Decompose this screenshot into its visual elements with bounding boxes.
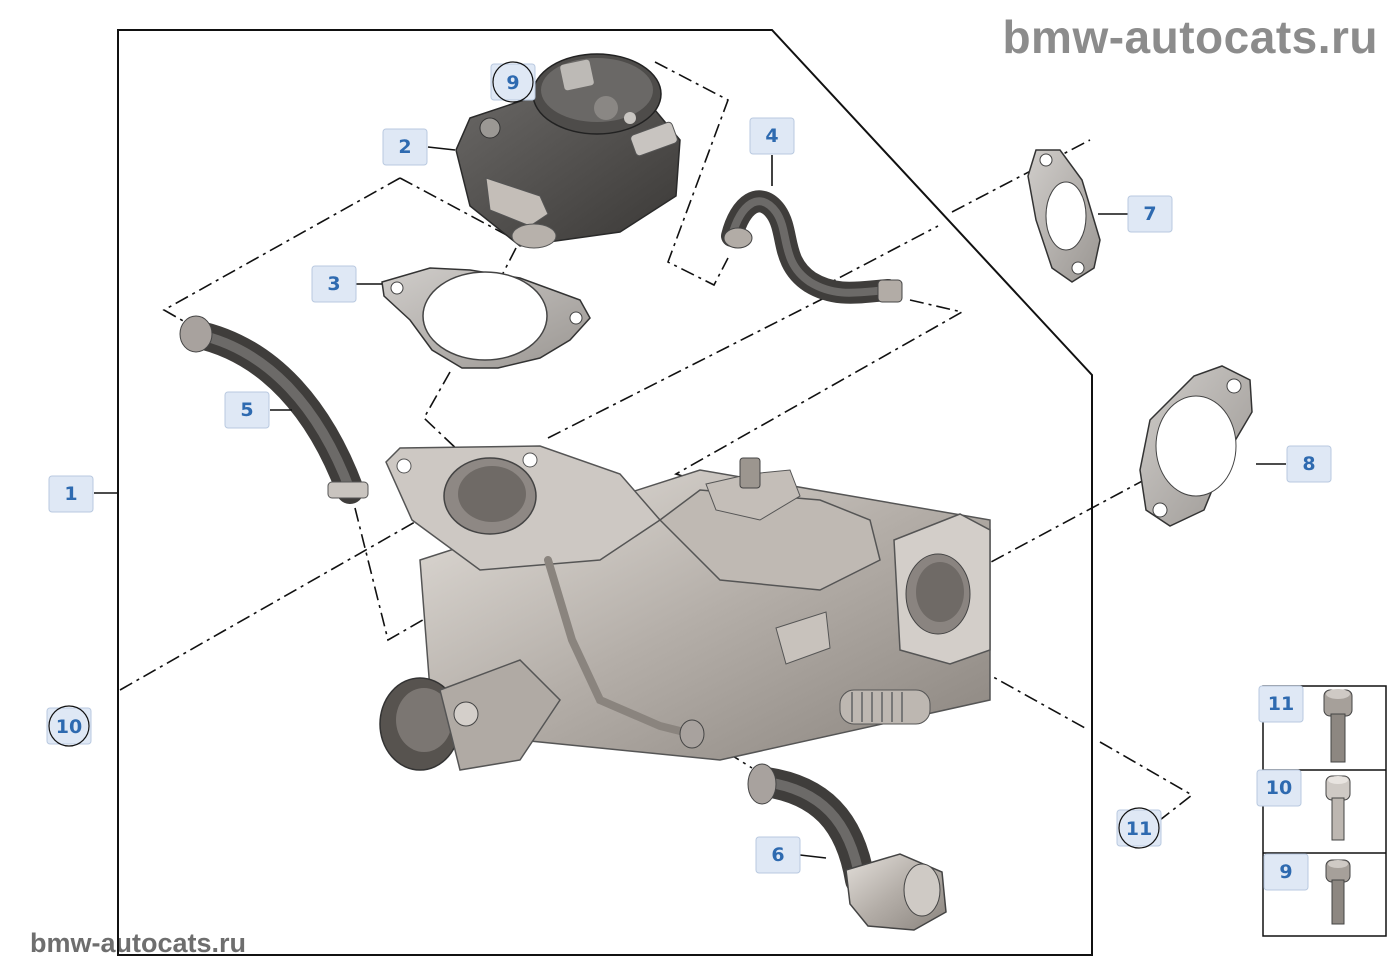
gasket-3: [381, 267, 591, 369]
callout-8[interactable]: 8: [1286, 445, 1332, 483]
svg-text:3: 3: [327, 273, 340, 295]
callout-3[interactable]: 3: [311, 265, 357, 303]
svg-text:8: 8: [1302, 453, 1315, 475]
callout-11[interactable]: 11: [1116, 807, 1162, 849]
gasket-7: [1027, 149, 1101, 283]
callout-1[interactable]: 1: [48, 475, 94, 513]
screw-9: [1325, 859, 1351, 925]
callout-10[interactable]: 10: [46, 705, 92, 747]
screw-legend: [1262, 685, 1387, 937]
watermark-top: bmw-autocats.ru: [1002, 11, 1378, 63]
svg-text:4: 4: [765, 125, 778, 147]
screw-10: [1325, 775, 1351, 841]
callout-9[interactable]: 9: [490, 61, 536, 103]
assembly-frame: [117, 29, 1093, 956]
pipe-6: [747, 763, 947, 931]
callout-6[interactable]: 6: [755, 836, 801, 874]
svg-text:6: 6: [771, 844, 784, 866]
screw-11: [1323, 689, 1353, 763]
egr-valve-actuator: [455, 53, 681, 249]
svg-text:1: 1: [64, 483, 77, 505]
svg-text:5: 5: [240, 399, 253, 421]
assembly-lines: [119, 61, 1194, 821]
svg-text:10: 10: [56, 716, 82, 738]
callout-5[interactable]: 5: [224, 391, 270, 429]
gasket-8: [1139, 365, 1253, 527]
svg-text:10: 10: [1266, 777, 1292, 799]
hose-4: [721, 190, 903, 304]
callout-2[interactable]: 2: [382, 128, 428, 166]
callout-7[interactable]: 7: [1127, 195, 1173, 233]
watermark-bottom: bmw-autocats.ru: [30, 928, 247, 958]
legend-label-11[interactable]: 11: [1258, 685, 1304, 723]
svg-text:2: 2: [398, 136, 411, 158]
callout-leaders: [94, 146, 1286, 859]
callout-4[interactable]: 4: [749, 117, 795, 155]
legend-label-10[interactable]: 10: [1256, 769, 1302, 807]
svg-text:7: 7: [1143, 203, 1156, 225]
svg-text:11: 11: [1126, 818, 1152, 840]
pipe-5: [179, 315, 369, 504]
egr-cooler-body: [379, 445, 991, 771]
svg-text:9: 9: [1279, 861, 1292, 883]
svg-text:11: 11: [1268, 693, 1294, 715]
svg-text:9: 9: [506, 72, 519, 94]
legend-label-9[interactable]: 9: [1263, 853, 1309, 891]
